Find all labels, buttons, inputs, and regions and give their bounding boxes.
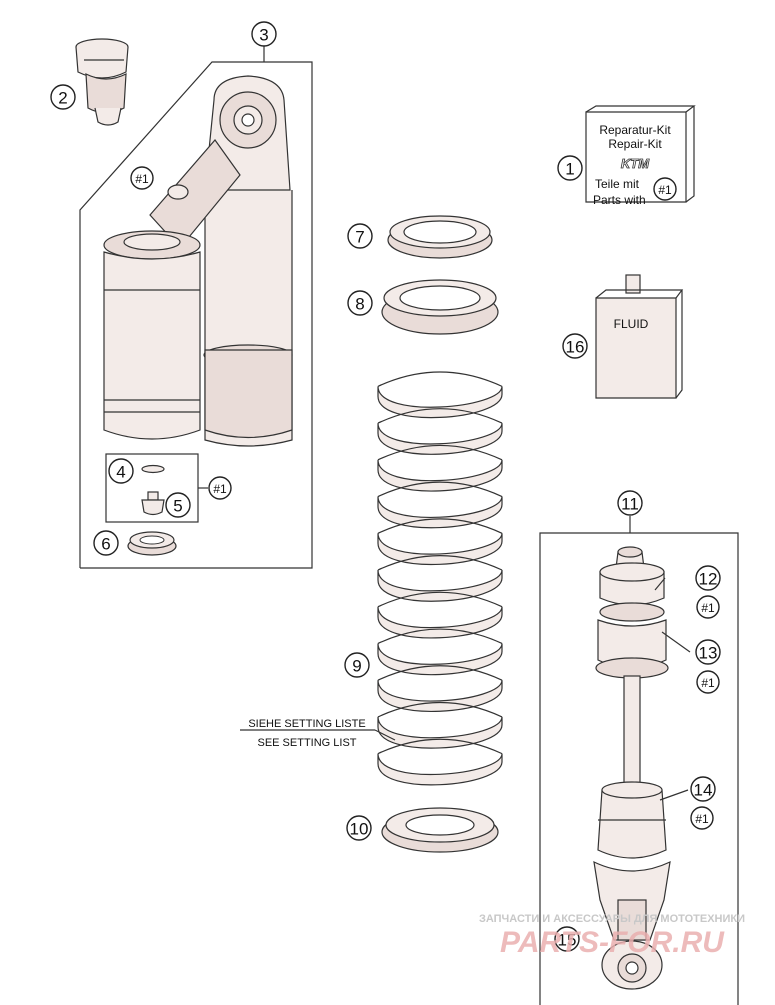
callout-1: 1 bbox=[557, 155, 583, 181]
callout-2: 2 bbox=[50, 84, 76, 110]
repair-kit-line-2: Repair-Kit bbox=[608, 137, 662, 151]
svg-text:13: 13 bbox=[699, 644, 718, 663]
svg-text:14: 14 bbox=[694, 781, 713, 800]
callout-7: 7 bbox=[347, 223, 373, 249]
leader-lines bbox=[240, 577, 691, 801]
repair-kit-box bbox=[585, 105, 696, 203]
spring-coil-front bbox=[377, 569, 503, 602]
part-12-piston-nut bbox=[599, 546, 665, 606]
watermark-caption: ЗАПЧАСТИ И АКСЕССУАРЫ ДЛЯ МОТОТЕХНИКИ bbox=[479, 913, 745, 925]
spring-coil-front bbox=[377, 753, 503, 786]
callout-3: 3 bbox=[251, 21, 277, 47]
repair-kit-line-3: Teile mit bbox=[595, 177, 640, 191]
svg-text:16: 16 bbox=[566, 338, 585, 357]
fluid-bottle bbox=[595, 274, 684, 399]
spring-coil-back bbox=[377, 628, 503, 644]
callout-10: 10 bbox=[346, 815, 372, 841]
spring-coil-front bbox=[377, 386, 503, 419]
svg-text:6: 6 bbox=[101, 535, 110, 554]
repair-kit-line-1: Reparatur-Kit bbox=[599, 123, 671, 137]
svg-text:#1: #1 bbox=[658, 183, 672, 197]
callout-4: 4 bbox=[108, 458, 134, 484]
part-3-damper-body bbox=[103, 75, 293, 447]
spring-coil-front bbox=[377, 422, 503, 455]
svg-text:4: 4 bbox=[116, 463, 125, 482]
svg-text:#1: #1 bbox=[701, 601, 715, 615]
part-6-cap bbox=[127, 531, 177, 556]
spring-coil-back bbox=[377, 518, 503, 534]
svg-text:8: 8 bbox=[355, 295, 364, 314]
part-13-piston bbox=[595, 602, 669, 679]
spring-coil-back bbox=[377, 371, 503, 387]
callout-13: 13 bbox=[695, 639, 721, 665]
spring-coil-front bbox=[377, 496, 503, 529]
piston-rod-group-frame bbox=[539, 516, 739, 1005]
callout-12: 12 bbox=[695, 565, 721, 591]
svg-text:#1: #1 bbox=[695, 812, 709, 826]
svg-text:3: 3 bbox=[259, 26, 268, 45]
callout-6: 6 bbox=[93, 530, 119, 556]
spring-coil-back bbox=[377, 665, 503, 681]
spring-coil-back bbox=[377, 591, 503, 608]
spring-coil-front bbox=[377, 459, 503, 492]
svg-text:1: 1 bbox=[565, 160, 574, 179]
kit-ref-part5: #1 bbox=[208, 476, 232, 500]
svg-text:#1: #1 bbox=[213, 482, 227, 496]
kit-ref-part3: #1 bbox=[130, 166, 154, 190]
part-14-bump-stop bbox=[597, 781, 667, 859]
spring-coil-front bbox=[377, 533, 503, 566]
setting-note-line-1: SIEHE SETTING LISTE bbox=[248, 718, 365, 730]
svg-text:2: 2 bbox=[58, 89, 67, 108]
part-4-o-ring bbox=[141, 464, 165, 474]
svg-text:15: 15 bbox=[558, 931, 577, 950]
svg-text:10: 10 bbox=[350, 820, 369, 839]
spring-coil-back bbox=[377, 481, 503, 498]
callout-14: 14 bbox=[690, 776, 716, 802]
part-15-lower-clevis bbox=[593, 860, 671, 990]
watermark-logo: PARTS-FOR.RU bbox=[500, 926, 725, 959]
callout-15: 15 bbox=[554, 926, 580, 952]
repair-kit-line-4: Parts with bbox=[593, 193, 646, 207]
spring-coil-back bbox=[377, 701, 503, 718]
part-9-spring bbox=[377, 371, 503, 786]
part-8-adjuster-ring bbox=[381, 279, 499, 335]
part-10-spring-seat bbox=[381, 807, 499, 853]
callout-9: 9 bbox=[344, 652, 370, 678]
spring-coil-back bbox=[377, 444, 503, 461]
setting-note-line-2: SEE SETTING LIST bbox=[257, 737, 356, 749]
piston-rod bbox=[623, 675, 641, 787]
spring-coil-back bbox=[377, 555, 503, 571]
kit-ref-part13: #1 bbox=[696, 670, 720, 694]
kit-ref-part12: #1 bbox=[696, 595, 720, 619]
damper-group-frame bbox=[79, 45, 313, 569]
svg-text:#1: #1 bbox=[135, 172, 149, 186]
spring-coil-front bbox=[377, 606, 503, 639]
part-5-valve bbox=[141, 491, 165, 516]
svg-text:9: 9 bbox=[352, 657, 361, 676]
fluid-label: FLUID bbox=[614, 317, 649, 331]
spring-coil-front bbox=[377, 643, 503, 676]
kit-ref-repair-box: #1 bbox=[653, 177, 677, 201]
svg-text:#1: #1 bbox=[701, 676, 715, 690]
callout-8: 8 bbox=[347, 290, 373, 316]
ktm-logo: KTM bbox=[621, 156, 650, 171]
parts-4-5-subgroup-frame bbox=[105, 453, 208, 523]
kit-ref-part14: #1 bbox=[690, 806, 714, 830]
svg-text:12: 12 bbox=[699, 570, 718, 589]
callout-16: 16 bbox=[562, 333, 588, 359]
svg-text:5: 5 bbox=[173, 497, 182, 516]
spring-coil-back bbox=[377, 408, 503, 424]
spring-coil-front bbox=[377, 716, 503, 749]
part-2-adjuster-knob bbox=[75, 38, 129, 126]
svg-text:7: 7 bbox=[355, 228, 364, 247]
callout-11: 11 bbox=[617, 490, 643, 516]
part-7-lock-ring bbox=[387, 215, 493, 259]
spring-coil-front bbox=[377, 680, 503, 712]
spring-coil-back bbox=[377, 738, 503, 755]
svg-text:11: 11 bbox=[621, 495, 639, 514]
callout-5: 5 bbox=[165, 492, 191, 518]
